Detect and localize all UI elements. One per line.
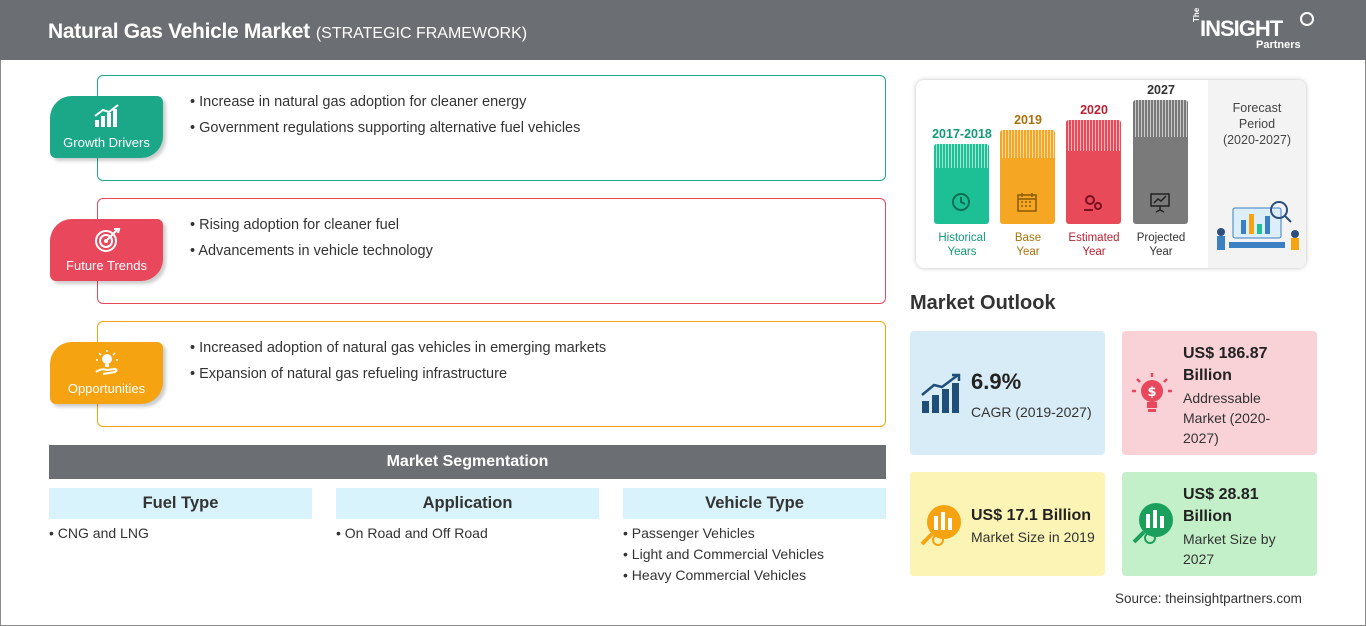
market-size-2019-label: Market Size in 2019	[971, 529, 1095, 545]
forecast-period-label: Forecast Period (2020-2027)	[1222, 101, 1292, 147]
segment-vehicle-type: Vehicle Type Passenger Vehicles Light an…	[623, 488, 886, 588]
timeline-year: 2017-2018	[932, 127, 992, 141]
presentation-icon	[1150, 193, 1170, 213]
market-size-icon	[1132, 503, 1173, 544]
calendar-icon	[1017, 193, 1037, 212]
list-item: CNG and LNG	[49, 525, 312, 541]
segment-fuel-type: Fuel Type CNG and LNG	[49, 488, 312, 546]
list-item: Light and Commercial Vehicles	[623, 546, 886, 562]
addressable-value: US$ 186.87 Billion	[1183, 345, 1268, 384]
source-note: Source: theinsightpartners.com	[1115, 591, 1302, 606]
future-trends-badge: Future Trends	[50, 219, 163, 281]
header-bar: Natural Gas Vehicle Market(STRATEGIC FRA…	[0, 0, 1366, 60]
addressable-market-card: $ US$ 186.87 Billion Addressable Market …	[1122, 331, 1317, 455]
list-item: Advancements in vehicle technology	[190, 243, 433, 259]
segment-application: Application On Road and Off Road	[336, 488, 599, 546]
cagr-card: 6.9% CAGR (2019-2027)	[910, 331, 1105, 455]
list-item: Government regulations supporting altern…	[190, 120, 580, 136]
timeline-year: 2020	[1080, 103, 1108, 117]
growth-chart-icon	[94, 104, 119, 127]
list-item: Expansion of natural gas refueling infra…	[190, 366, 606, 382]
opportunities-card: Increased adoption of natural gas vehicl…	[97, 321, 886, 427]
timeline-bar	[1133, 100, 1188, 224]
list-item: Passenger Vehicles	[623, 525, 886, 541]
idea-hand-icon	[95, 350, 118, 375]
timeline-year: 2027	[1147, 83, 1175, 97]
list-item: Increased adoption of natural gas vehicl…	[190, 340, 606, 356]
cagr-value: 6.9%	[971, 369, 1022, 394]
timeline-bar	[1000, 130, 1055, 224]
page-title: Natural Gas Vehicle Market(STRATEGIC FRA…	[48, 20, 528, 43]
cagr-label: CAGR (2019-2027)	[971, 404, 1092, 420]
addressable-label: Addressable Market (2020- 2027)	[1183, 390, 1271, 446]
segment-heading: Fuel Type	[49, 488, 312, 519]
market-size-2019-value: US$ 17.1 Billion	[971, 507, 1092, 524]
timeline-bar	[1066, 120, 1121, 224]
market-outlook-title: Market Outlook	[910, 292, 1056, 314]
list-item: On Road and Off Road	[336, 525, 599, 541]
list-item: Rising adoption for cleaner fuel	[190, 217, 433, 233]
timeline-year: 2019	[1014, 113, 1042, 127]
future-trends-card: Rising adoption for cleaner fuel Advance…	[97, 198, 886, 304]
list-item: Increase in natural gas adoption for cle…	[190, 94, 580, 110]
page-subtitle: (STRATEGIC FRAMEWORK)	[315, 25, 528, 42]
list-item: Heavy Commercial Vehicles	[623, 567, 886, 583]
history-clock-icon	[952, 193, 970, 211]
segment-heading: Vehicle Type	[623, 488, 886, 519]
gears-icon	[1084, 195, 1102, 211]
market-size-2027-card: US$ 28.81 Billion Market Size by 2027	[1122, 472, 1317, 576]
money-bulb-icon: $	[1132, 373, 1172, 412]
svg-text:$: $	[1147, 385, 1156, 400]
segmentation-title: Market Segmentation	[49, 445, 886, 479]
analytics-people-icon	[1217, 201, 1299, 250]
market-size-icon	[920, 505, 961, 546]
market-size-2027-label: Market Size by 2027	[1183, 531, 1276, 567]
market-size-2027-value: US$ 28.81 Billion	[1183, 486, 1259, 525]
target-icon	[95, 228, 121, 252]
insight-partners-logo: The INSIGHT Partners	[1192, 8, 1314, 54]
growth-drivers-card: Increase in natural gas adoption for cle…	[97, 75, 886, 181]
growth-chart-icon	[921, 373, 961, 413]
opportunities-badge: Opportunities	[50, 342, 163, 404]
market-size-2019-card: US$ 17.1 Billion Market Size in 2019	[910, 472, 1105, 576]
growth-drivers-badge: Growth Drivers	[50, 96, 163, 158]
segment-heading: Application	[336, 488, 599, 519]
